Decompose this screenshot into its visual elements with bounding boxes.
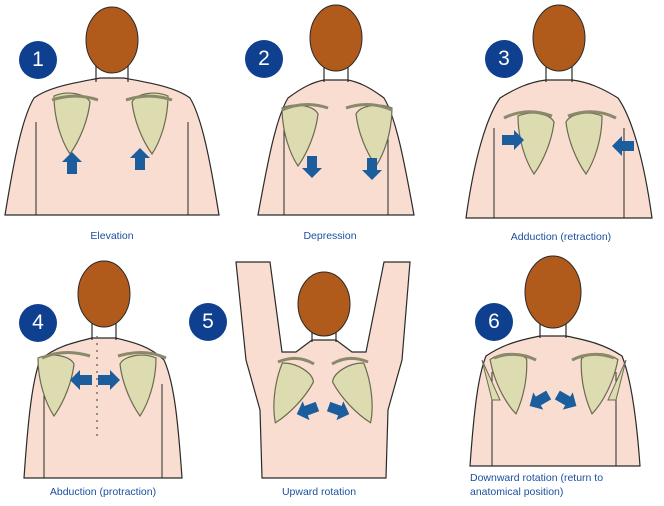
caption-depression: Depression [280, 230, 380, 242]
figure-upward-rotation [236, 262, 410, 478]
caption-upward-rotation: Upward rotation [264, 486, 374, 498]
caption-downward-rotation-line1: Downward rotation (return to [470, 472, 640, 484]
figure-elevation [5, 7, 219, 215]
badge-3: 3 [485, 40, 523, 78]
figure-abduction [24, 261, 182, 478]
badge-2: 2 [245, 40, 283, 78]
badge-6: 6 [475, 303, 513, 341]
figure-downward-rotation [470, 256, 640, 466]
figure-adduction [466, 5, 652, 218]
caption-downward-rotation-line2: anatomical position) [470, 486, 640, 498]
badge-4: 4 [19, 304, 57, 342]
figure-depression [258, 5, 414, 215]
badge-1: 1 [19, 41, 57, 79]
caption-adduction: Adduction (retraction) [486, 231, 636, 243]
caption-elevation: Elevation [62, 230, 162, 242]
badge-5: 5 [189, 303, 227, 341]
caption-abduction: Abduction (protraction) [28, 486, 178, 498]
